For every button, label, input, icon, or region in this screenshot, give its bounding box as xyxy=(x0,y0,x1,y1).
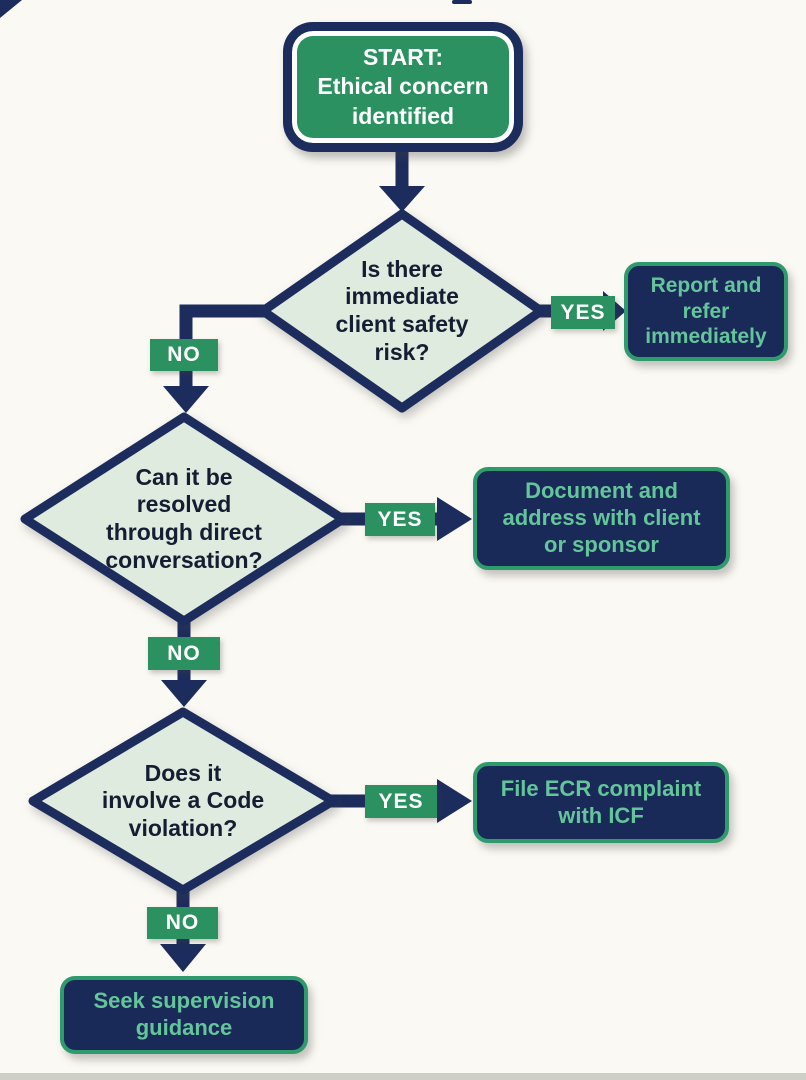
decision1-label: Is there immediate client safety risk? xyxy=(335,255,469,365)
arrowhead-down-3 xyxy=(161,680,207,707)
yes-badge-2: YES xyxy=(365,503,435,536)
arrowhead-down-1 xyxy=(379,186,425,212)
decision2-label: Can it be resolved through direct conver… xyxy=(105,463,263,573)
outcome-file-ecr: File ECR complaint with ICF xyxy=(473,762,729,843)
outcome-document-address: Document and address with client or spon… xyxy=(473,467,730,570)
no-badge-2: NO xyxy=(148,637,220,670)
outcome-seek-supervision: Seek supervision guidance xyxy=(60,976,308,1054)
outcome-report-refer: Report and refer immediately xyxy=(624,262,788,361)
top-edge-artifact xyxy=(452,0,472,4)
decision-diamond-3 xyxy=(28,707,338,895)
arrowhead-down-2 xyxy=(163,386,209,413)
decision-diamond-2 xyxy=(20,412,348,626)
decision-diamond-1 xyxy=(258,209,546,413)
arrowhead-down-4 xyxy=(160,944,206,972)
yes-badge-1: YES xyxy=(551,296,615,329)
start-node: START: Ethical concern identified xyxy=(283,22,523,152)
no-badge-1: NO xyxy=(150,339,218,371)
arrowhead-right-3 xyxy=(437,779,472,823)
corner-artifact xyxy=(0,0,22,18)
yes-badge-3: YES xyxy=(365,785,437,818)
arrowhead-right-2 xyxy=(437,497,472,541)
decision3-label: Does it involve a Code violation? xyxy=(101,759,265,841)
no-badge-3: NO xyxy=(147,907,218,939)
bottom-edge-artifact xyxy=(0,1073,806,1080)
